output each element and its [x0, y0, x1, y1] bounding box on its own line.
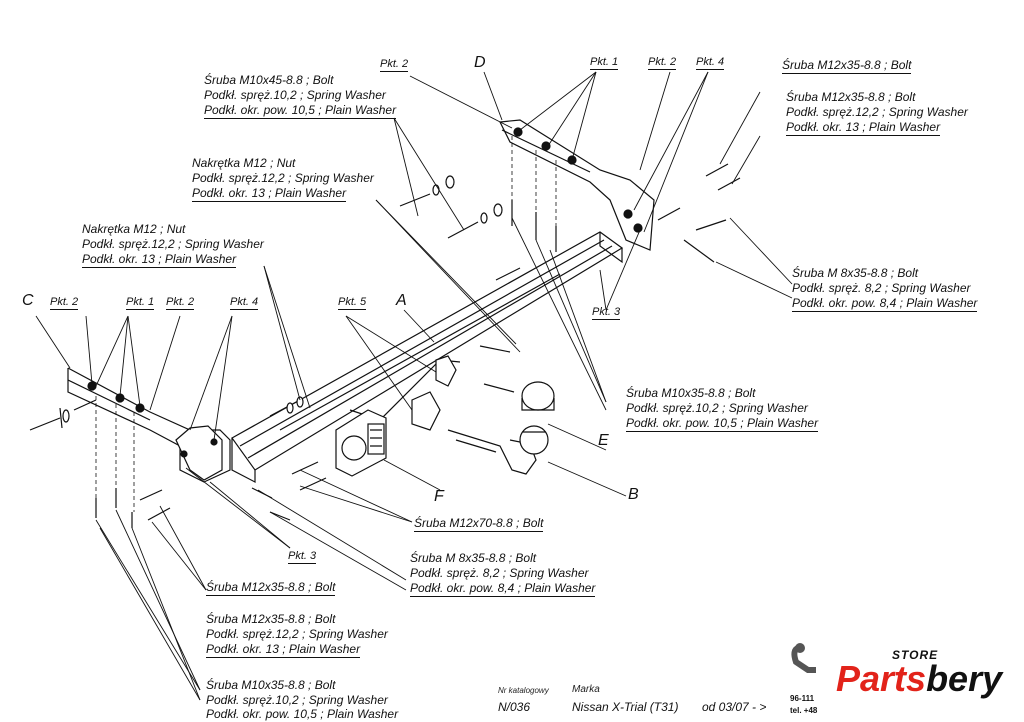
pkt-3-right: Pkt. 3: [592, 306, 621, 320]
callout-line: Podkł. spręż.10,2 ; Spring Washer: [206, 693, 388, 707]
part-letter-a: A: [396, 292, 407, 309]
catalog-number-label: Nr katalogowy: [498, 686, 549, 695]
callout-line: Podkł. okr. pow. 8,4 ; Plain Washer: [410, 581, 596, 597]
pkt-2-mid: Pkt. 2: [166, 296, 195, 310]
ball-cover-e: [521, 381, 555, 411]
callout-line: Śruba M10x35-8.8 ; Bolt: [206, 678, 336, 692]
callout-line: Śruba M12x70-8.8 ; Bolt: [414, 516, 544, 532]
part-letter-e: E: [598, 432, 609, 449]
callout-line: Śruba M12x35-8.8 ; Bolt: [206, 612, 336, 626]
phone-line-1: 96-111: [790, 694, 815, 703]
callout-line: Podkł. spręż.10,2 ; Spring Washer: [626, 401, 808, 415]
right-bracket-d: [499, 119, 655, 251]
phone-line-2: tel. +48: [790, 706, 818, 715]
pkt-4-top: Pkt. 4: [696, 56, 725, 70]
fasteners: [29, 163, 741, 528]
ball-mount-plate: [335, 409, 387, 477]
part-letter-b: B: [628, 486, 639, 503]
callout-line: Podkł. okr. pow. 10,5 ; Plain Washer: [206, 707, 399, 721]
callout-line: Podkł. spręż.12,2 ; Spring Washer: [82, 237, 264, 251]
hangers: [411, 355, 457, 431]
logo-brand: Partsbery: [836, 658, 1002, 700]
dashed-lines: [95, 136, 557, 512]
catalog-number: N/036: [498, 700, 531, 714]
callout-line: Podkł. okr. pow. 10,5 ; Plain Washer: [204, 103, 397, 119]
callout-line: Podkł. spręż.12,2 ; Spring Washer: [206, 627, 388, 641]
callout-line: Śruba M 8x35-8.8 ; Bolt: [410, 551, 537, 565]
callout-line: Podkł. okr. 13 ; Plain Washer: [82, 252, 237, 268]
logo-brand-part2: bery: [926, 658, 1003, 699]
pkt-1-left: Pkt. 1: [126, 296, 155, 310]
callout-line: Podkł. spręż. 8,2 ; Spring Washer: [792, 281, 971, 295]
pkt-2-top-left: Pkt. 2: [380, 58, 409, 72]
callout-line: Podkł. okr. 13 ; Plain Washer: [206, 642, 361, 658]
pkt-2-top: Pkt. 2: [648, 56, 677, 70]
part-letter-c: C: [22, 292, 34, 309]
brand-label: Marka: [572, 684, 600, 695]
hitch-logo-icon: [791, 643, 816, 673]
callout-line: Podkł. okr. pow. 10,5 ; Plain Washer: [626, 416, 819, 432]
callout-line: Podkł. spręż.12,2 ; Spring Washer: [786, 105, 968, 119]
callout-line: Podkł. spręż.10,2 ; Spring Washer: [204, 88, 386, 102]
callout-line: Nakrętka M12 ; Nut: [82, 222, 186, 236]
callout-line: Śruba M10x35-8.8 ; Bolt: [626, 386, 756, 400]
callout-line: Nakrętka M12 ; Nut: [192, 156, 296, 170]
logo-brand-part1: Parts: [836, 658, 927, 699]
pkt-1-top: Pkt. 1: [590, 56, 619, 70]
callout-line: Śruba M12x35-8.8 ; Bolt: [786, 90, 916, 104]
callout-line: Podkł. okr. 13 ; Plain Washer: [786, 120, 941, 136]
leader-lines: [35, 71, 793, 701]
partsbery-store-logo: STORE Partsbery: [834, 648, 1024, 708]
part-letter-d: D: [474, 54, 486, 71]
tow-ball-b: [447, 425, 549, 475]
pkt-4-left: Pkt. 4: [230, 296, 259, 310]
production-date: od 03/07 - >: [702, 700, 767, 714]
callout-line: Podkł. okr. pow. 8,4 ; Plain Washer: [792, 296, 978, 312]
callout-line: Śruba M12x35-8.8 ; Bolt: [782, 58, 912, 74]
callout-line: Podkł. spręż.12,2 ; Spring Washer: [192, 171, 374, 185]
vehicle-model: Nissan X-Trial (T31): [572, 700, 679, 714]
callout-line: Śruba M 8x35-8.8 ; Bolt: [792, 266, 919, 280]
callout-line: Śruba M10x45-8.8 ; Bolt: [204, 73, 334, 87]
callout-line: Podkł. spręż. 8,2 ; Spring Washer: [410, 566, 589, 580]
part-letter-f: F: [434, 488, 444, 505]
pkt-5: Pkt. 5: [338, 296, 367, 310]
crossbar-a: [231, 231, 624, 483]
left-bracket-c: [67, 367, 231, 483]
callout-line: Śruba M12x35-8.8 ; Bolt: [206, 580, 336, 596]
callout-line: Podkł. okr. 13 ; Plain Washer: [192, 186, 347, 202]
logo-store-text: STORE: [892, 648, 939, 662]
pkt-3-bottom: Pkt. 3: [288, 550, 317, 564]
pkt-2-left: Pkt. 2: [50, 296, 79, 310]
